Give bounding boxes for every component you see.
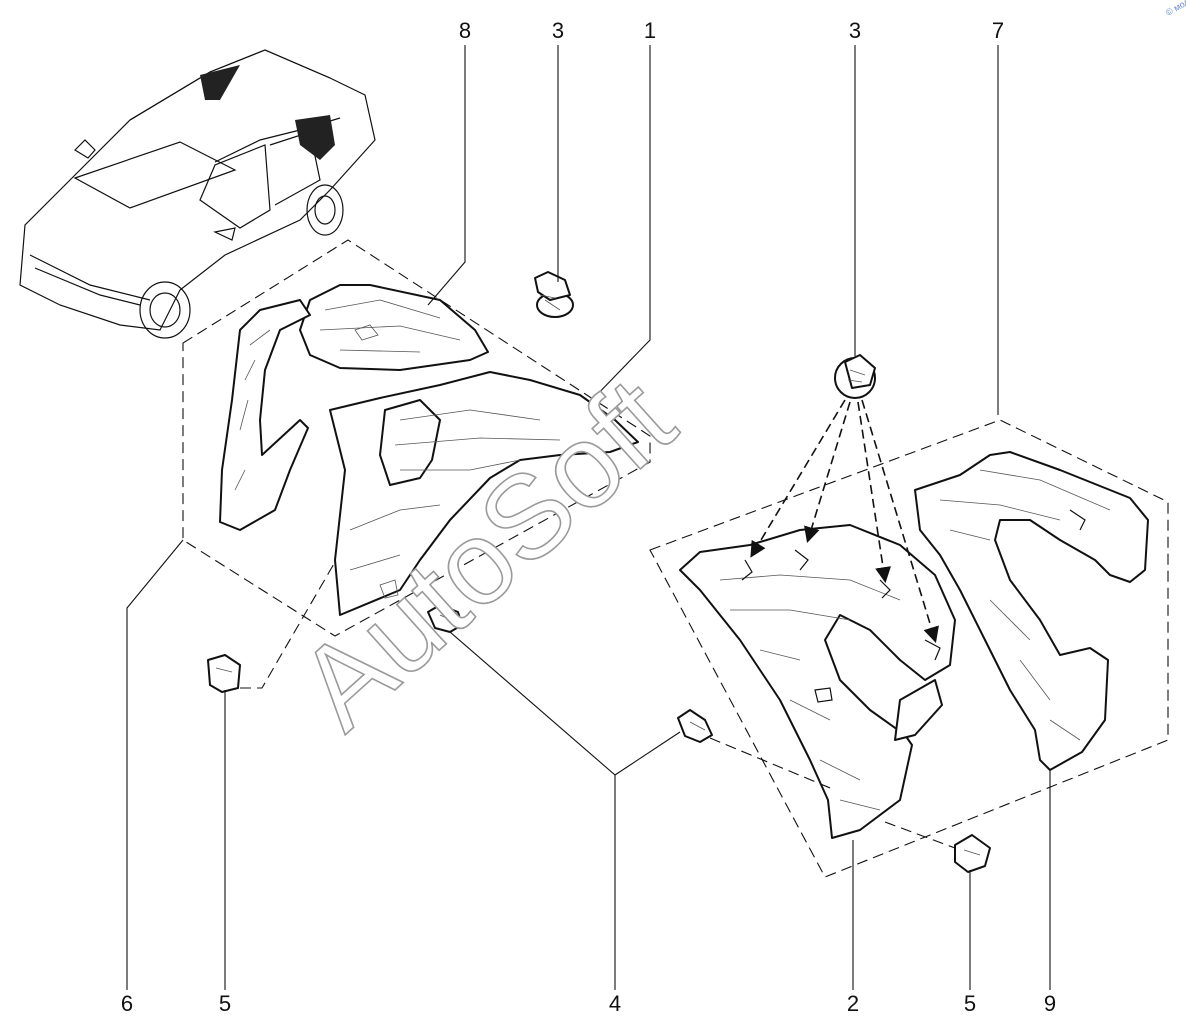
clip-3-left [534,271,574,318]
callout-7: 7 [992,18,1004,43]
callout-3-right: 3 [849,18,861,43]
part-9-wheel-arch-panel [914,451,1149,771]
callout-2: 2 [847,991,859,1016]
left-assembly-boundary [182,239,651,637]
callout-5-right: 5 [964,991,976,1016]
screw-4-left [427,604,463,633]
clip-arrow-2 [804,401,851,544]
part-1-side-panel [329,371,639,616]
nut-5-left [207,654,241,693]
vehicle-overview-illustration [19,49,376,339]
clip-arrow-1 [750,399,846,558]
screw-4-right [677,709,713,743]
leader-lines [126,45,1051,990]
nut-5-right [954,834,991,873]
clip-3-right [834,354,876,399]
clip-arrow-3 [857,401,891,584]
callout-6: 6 [121,991,133,1016]
part-6-pillar-trim [219,299,311,531]
right-assembly-boundary [649,419,1169,878]
callout-8: 8 [459,18,471,43]
part-2-wheel-liner [679,524,956,839]
callout-3-left: 3 [552,18,564,43]
corner-mark: © мод [1164,0,1186,18]
callout-1: 1 [644,18,656,43]
callout-9: 9 [1044,991,1056,1016]
callout-5-left: 5 [219,991,231,1016]
part-8-upper-trim [299,284,489,371]
callout-4: 4 [609,991,621,1016]
